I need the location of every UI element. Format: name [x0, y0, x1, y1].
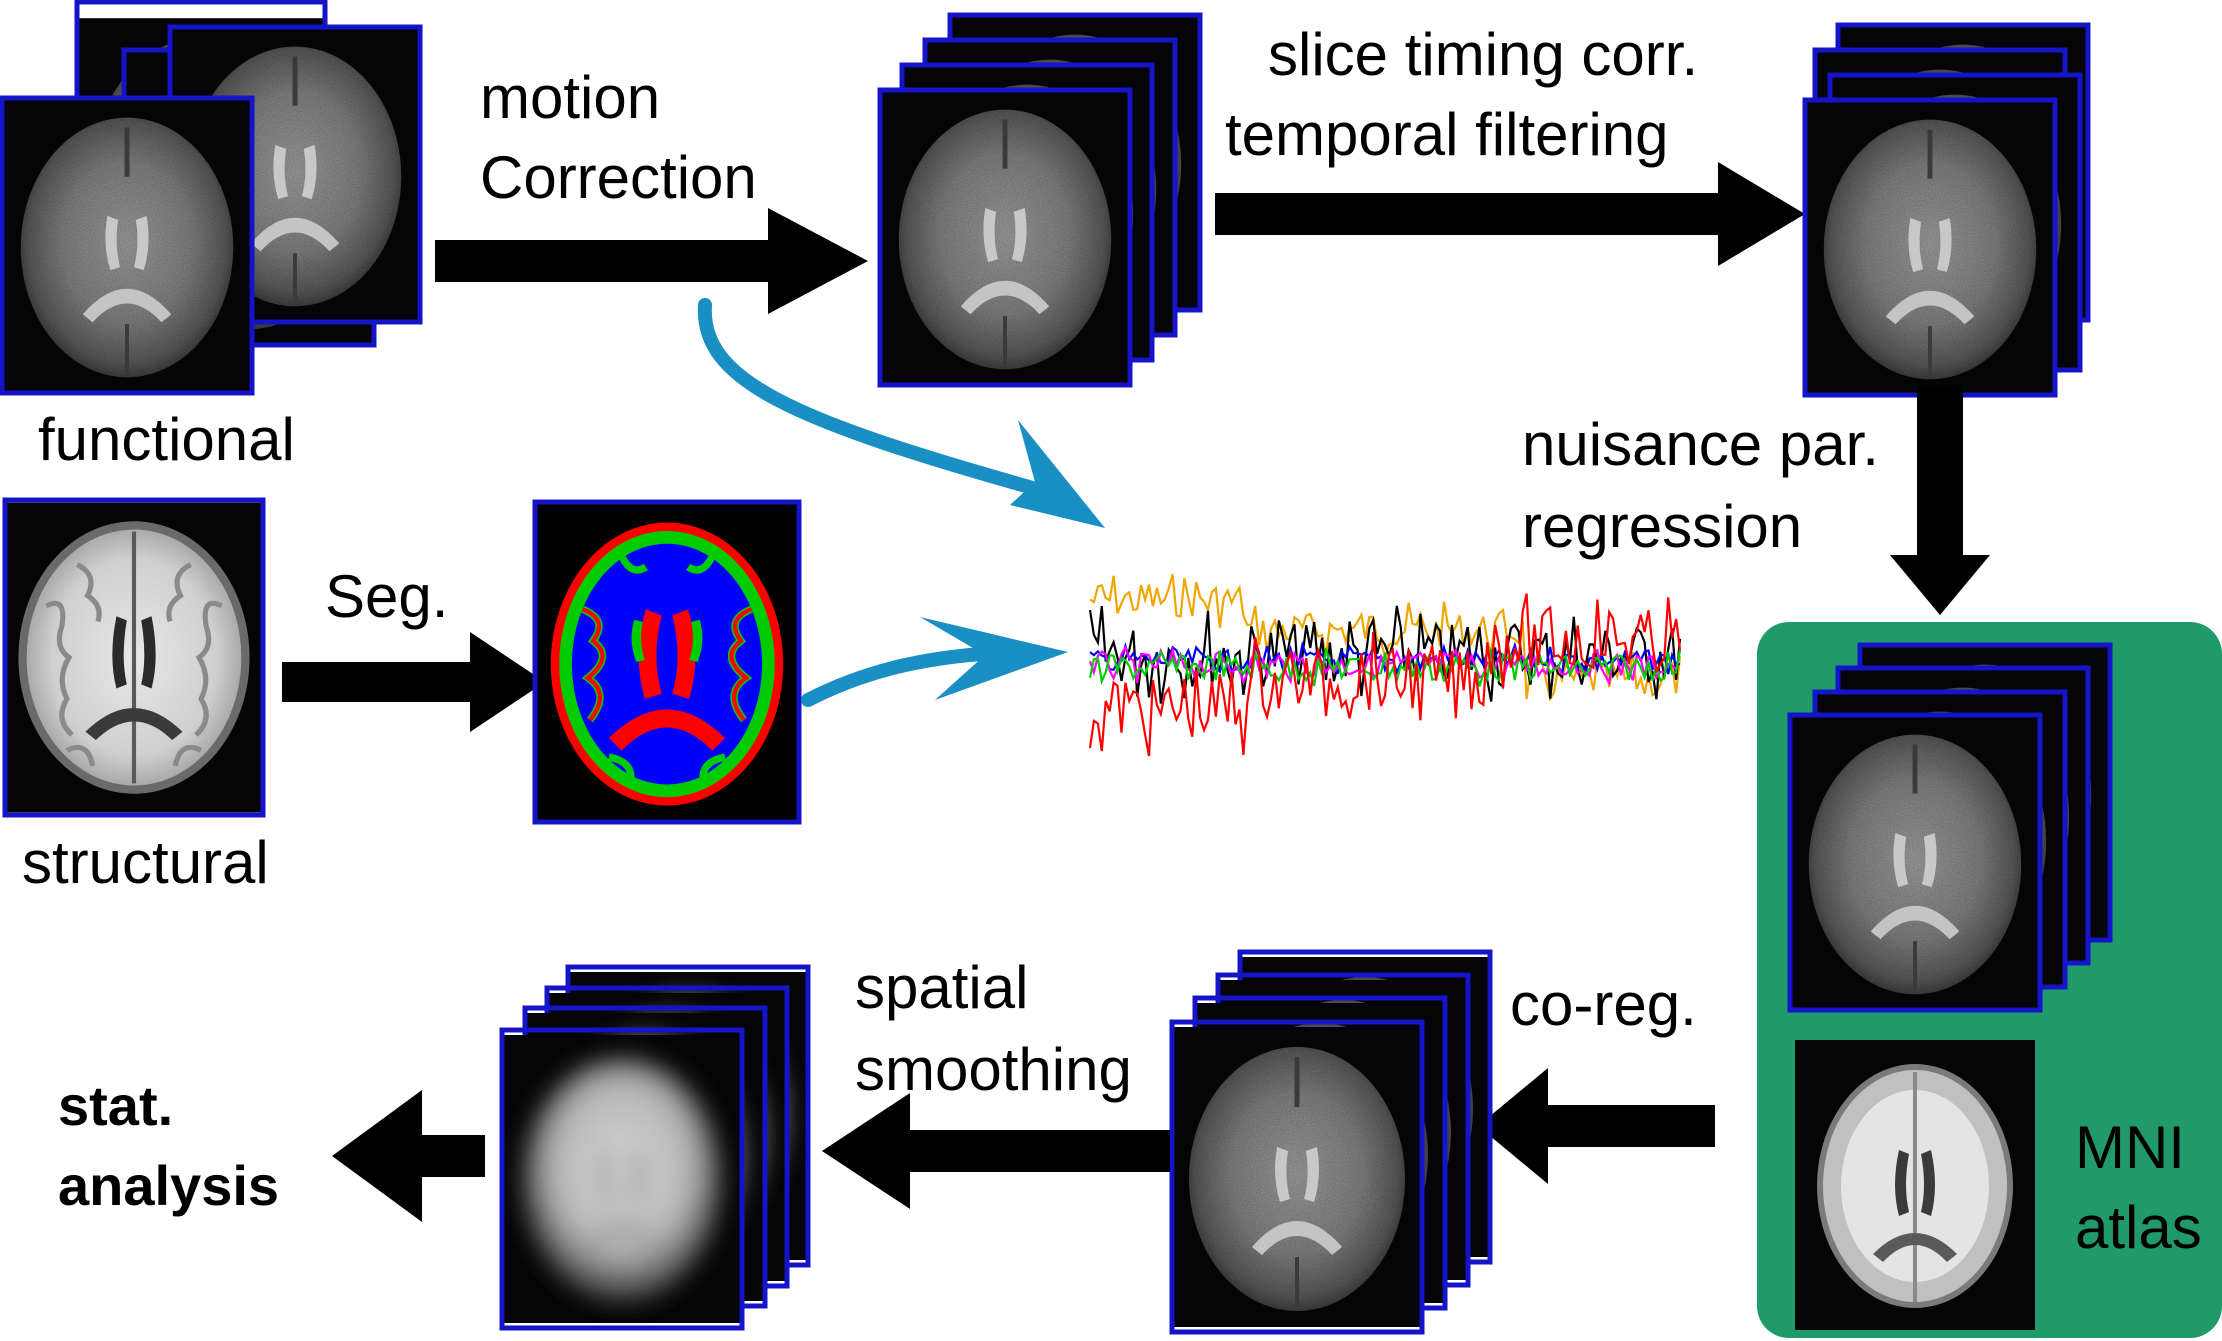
motion-parameters-arrow — [697, 298, 1105, 528]
segmentation-label: Seg. — [325, 563, 448, 630]
tissue-signal-arrow — [801, 617, 1068, 707]
statistical-analysis-arrow — [332, 1090, 485, 1222]
coregistration-arrow — [1478, 1068, 1715, 1184]
nuisance-trace — [1088, 605, 1682, 704]
filtered-stack — [1802, 22, 2091, 398]
motion-label-line1: motion — [480, 64, 660, 131]
nuisance-trace — [1089, 640, 1681, 677]
nuisance-regression-arrow — [1890, 385, 1990, 615]
functional-label: functional — [38, 406, 295, 473]
mc-volume-1 — [877, 87, 1133, 388]
slice-timing-arrow — [1215, 162, 1805, 266]
nuisance-trace — [1088, 647, 1682, 687]
spatial-smoothing-arrow — [822, 1093, 1170, 1209]
spatial-smoothing-label-line2: smoothing — [855, 1036, 1132, 1103]
segmentation-arrow — [282, 632, 545, 732]
coregistration-label: co-reg. — [1510, 971, 1697, 1038]
cr-volume-1 — [1169, 1019, 1425, 1335]
structural-image — [2, 497, 266, 818]
functional-volume-front — [0, 95, 255, 396]
slice-timing-label-line2: temporal filtering — [1225, 101, 1669, 168]
mni-label-line2: atlas — [2075, 1194, 2202, 1261]
sm-volume-1 — [499, 1027, 745, 1331]
motion-label-line2: Correction — [480, 144, 757, 211]
tf-volume-1 — [1802, 97, 2058, 398]
functional-image-stack — [0, 0, 423, 396]
nuisance-timeseries-plot — [1088, 574, 1682, 757]
nuisance-trace — [1089, 574, 1682, 702]
mni-label-line1: MNI — [2075, 1114, 2185, 1181]
segmentation-image — [532, 499, 802, 825]
normalized-stack — [1787, 642, 2113, 1013]
motion-corrected-stack — [877, 12, 1203, 388]
stat-analysis-label-line1: stat. — [58, 1074, 173, 1137]
coregistered-stack — [1169, 949, 1493, 1335]
stat-analysis-label-line2: analysis — [58, 1154, 279, 1217]
nuisance-label-line1: nuisance par. — [1522, 411, 1879, 478]
motion-correction-arrow — [435, 208, 868, 314]
structural-label: structural — [22, 829, 269, 896]
nuisance-trace — [1088, 593, 1682, 757]
spatial-smoothing-label-line1: spatial — [855, 954, 1028, 1021]
mni-atlas-image — [1795, 1040, 2035, 1330]
smoothed-stack — [499, 964, 811, 1331]
slice-timing-label-line1: slice timing corr. — [1268, 21, 1698, 88]
norm-volume-1 — [1787, 712, 2043, 1013]
nuisance-label-line2: regression — [1522, 493, 1802, 560]
